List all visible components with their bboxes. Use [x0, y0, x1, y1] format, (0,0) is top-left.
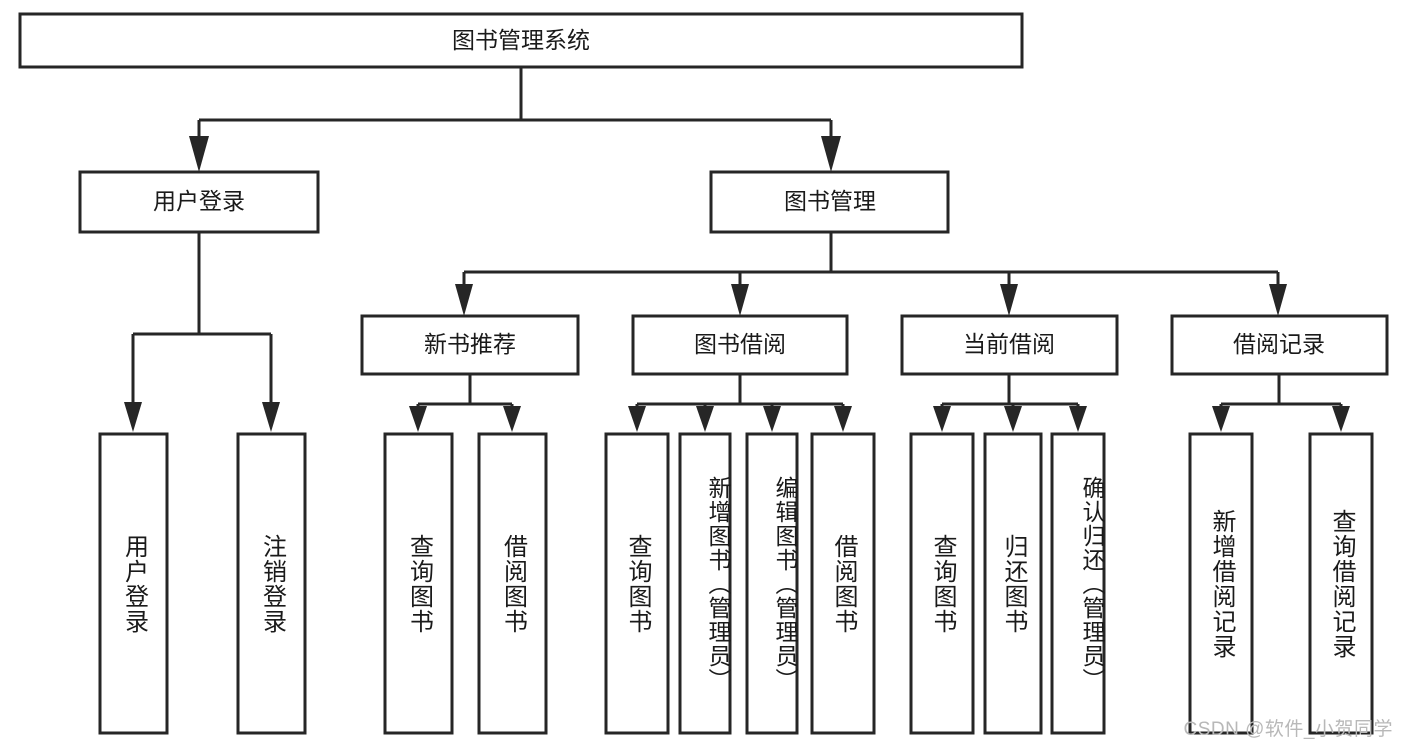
arrow-cb-to-leaf1-icon — [933, 406, 951, 432]
node-book-manage[interactable]: 图书管理 — [709, 170, 950, 234]
arrow-ul-to-leaf2-icon — [262, 402, 280, 432]
connector-group-newbook — [409, 374, 521, 432]
leaf-box-edit-book-admin[interactable] — [745, 432, 799, 735]
arrow-bm-to-newbook-icon — [455, 284, 473, 316]
node-borrow-record-label: 借阅记录 — [1233, 331, 1325, 357]
leaf-box-query-book-current[interactable] — [909, 432, 975, 735]
leaf-box-borrow-book[interactable] — [810, 432, 876, 735]
arrow-cb-to-leaf3-icon — [1069, 406, 1087, 432]
node-book-manage-box[interactable] — [709, 170, 950, 234]
connector-group-book-manage — [455, 232, 1287, 316]
arrow-bb-to-leaf3-icon — [763, 406, 781, 432]
node-new-book-recommend[interactable]: 新书推荐 — [360, 314, 580, 376]
arrow-ul-to-leaf1-icon — [124, 402, 142, 432]
arrow-nb-to-leaf2-icon — [503, 406, 521, 432]
connector-group-user-login — [124, 232, 280, 432]
connector-group-current — [933, 374, 1087, 432]
arrow-cb-to-leaf2-icon — [1004, 406, 1022, 432]
leaf-box-logout[interactable] — [236, 432, 307, 735]
leaf-box-user-login[interactable] — [98, 432, 169, 735]
arrow-bm-to-record-icon — [1269, 284, 1287, 316]
node-borrow-record-box[interactable] — [1170, 314, 1389, 376]
node-new-book-recommend-box[interactable] — [360, 314, 580, 376]
arrow-bm-to-current-icon — [1000, 284, 1018, 316]
arrow-bb-to-leaf1-icon — [628, 406, 646, 432]
arrow-br-to-leaf2-icon — [1332, 406, 1350, 432]
node-borrow-record[interactable]: 借阅记录 — [1170, 314, 1389, 376]
leaf-box-add-borrow-record[interactable] — [1188, 432, 1254, 735]
leaf-box-borrow-book-new[interactable] — [477, 432, 548, 735]
node-user-login[interactable]: 用户登录 — [78, 170, 320, 234]
connector-group-record — [1212, 374, 1350, 432]
leaf-box-return-book[interactable] — [983, 432, 1043, 735]
node-book-borrow[interactable]: 图书借阅 — [631, 314, 849, 376]
arrow-bm-to-borrow-icon — [731, 284, 749, 316]
leaf-boxes — [98, 432, 1374, 735]
node-current-borrow-box[interactable] — [900, 314, 1119, 376]
arrow-bb-to-leaf4-icon — [834, 406, 852, 432]
node-current-borrow[interactable]: 当前借阅 — [900, 314, 1119, 376]
leaf-box-query-book-borrow[interactable] — [604, 432, 670, 735]
node-user-login-label: 用户登录 — [153, 188, 245, 214]
arrow-nb-to-leaf1-icon — [409, 406, 427, 432]
connector-group-borrow — [628, 374, 852, 432]
leaf-box-query-borrow-record[interactable] — [1308, 432, 1374, 735]
node-new-book-recommend-label: 新书推荐 — [424, 331, 516, 357]
leaf-box-confirm-return-admin[interactable] — [1050, 432, 1106, 735]
arrow-br-to-leaf1-icon — [1212, 406, 1230, 432]
node-book-borrow-box[interactable] — [631, 314, 849, 376]
leaf-box-query-book-new[interactable] — [383, 432, 454, 735]
arrow-root-to-book-manage-icon — [821, 136, 841, 172]
node-root[interactable]: 图书管理系统 — [18, 12, 1024, 69]
node-root-label: 图书管理系统 — [452, 27, 590, 53]
node-current-borrow-label: 当前借阅 — [963, 331, 1055, 357]
csdn-watermark: CSDN @软件_小贺同学 — [1183, 719, 1393, 740]
connector-group-root — [189, 67, 841, 172]
node-book-borrow-label: 图书借阅 — [694, 331, 786, 357]
node-user-login-box[interactable] — [78, 170, 320, 234]
leaf-box-add-book-admin[interactable] — [678, 432, 732, 735]
node-root-box[interactable] — [18, 12, 1024, 69]
node-book-manage-label: 图书管理 — [784, 188, 876, 214]
arrow-root-to-user-login-icon — [189, 136, 209, 172]
arrow-bb-to-leaf2-icon — [696, 406, 714, 432]
